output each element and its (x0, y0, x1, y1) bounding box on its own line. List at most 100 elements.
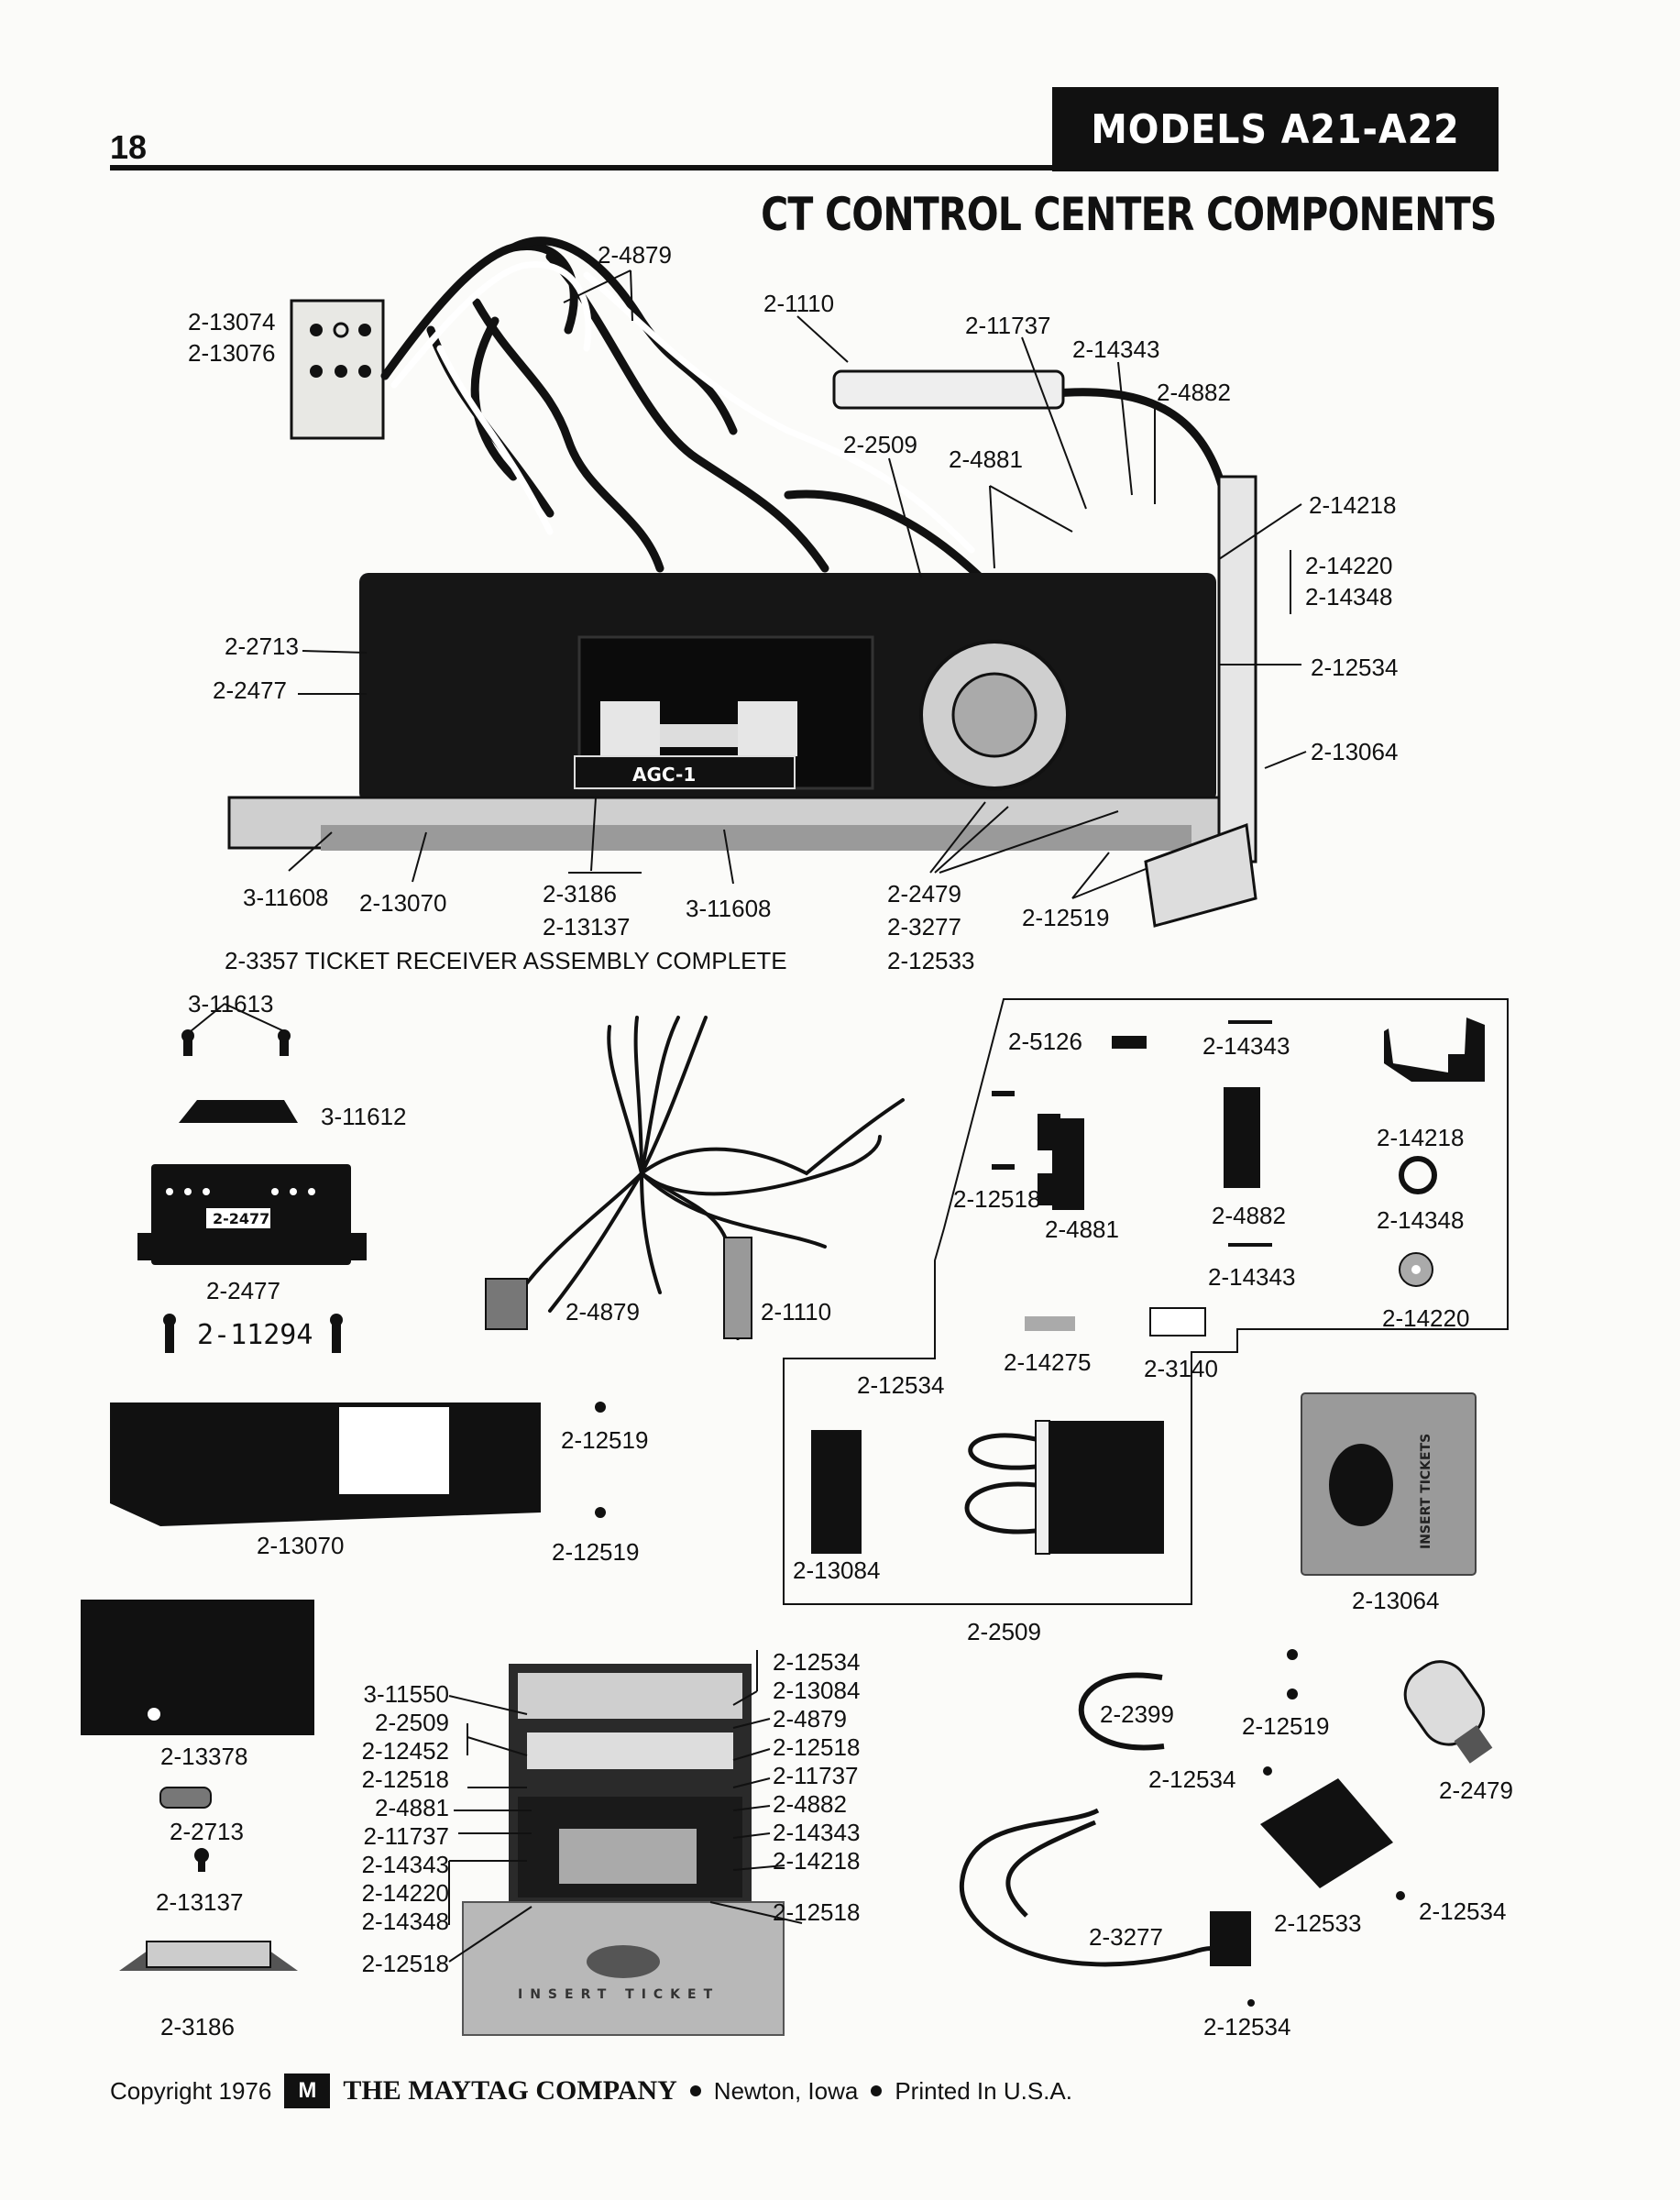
label-2-11294: 2-11294 (197, 1319, 313, 1351)
label-2-4881: 2-4881 (949, 446, 1023, 473)
label-2-1110: 2-1110 (763, 290, 835, 317)
bottom-label-left-7: 2-14220 (361, 1879, 449, 1907)
bottom-label-right-2: 2-4879 (773, 1705, 847, 1732)
label-2-14220-board: 2-14220 (1382, 1304, 1470, 1332)
label-3-11608-left: 3-11608 (243, 884, 329, 911)
label-2-2479-part: 2-2479 (1439, 1776, 1513, 1804)
label-2-3186: 2-3186 (543, 880, 617, 908)
agc-label: AGC-1 (632, 764, 696, 786)
label-2-2479: 2-2479 (887, 880, 961, 908)
part-2477-mark: 2-2477 (213, 1210, 269, 1227)
label-2-13064-part: 2-13064 (1352, 1587, 1440, 1614)
label-2-12519: 2-12519 (1022, 904, 1110, 931)
bottom-label-right-7: 2-14218 (773, 1847, 861, 1875)
label-2-2509: 2-2509 (843, 431, 917, 458)
label-2-14343-top: 2-14343 (1202, 1032, 1290, 1060)
svg-text:INSERT TICKETS: INSERT TICKETS (1419, 1434, 1433, 1549)
bottom-label-right-3: 2-12518 (773, 1733, 861, 1761)
page-title: CT CONTROL CENTER COMPONENTS (761, 188, 1498, 241)
label-2-14275: 2-14275 (1004, 1348, 1092, 1376)
label-2-12518: 2-12518 (953, 1185, 1041, 1213)
bottom-assembly-left-labels: 3-11550 2-2509 2-12452 2-12518 2-4881 2-… (302, 1682, 449, 1975)
footer: Copyright 1976 M THE MAYTAG COMPANY Newt… (110, 2074, 1072, 2108)
label-2-12534: 2-12534 (1311, 654, 1399, 681)
bottom-label-right-1: 2-13084 (773, 1677, 861, 1704)
bullet-icon (689, 2085, 701, 2096)
label-2-12519-b: 2-12519 (552, 1538, 640, 1566)
maytag-logo-icon: M (284, 2074, 331, 2108)
label-2-12533: 2-12533 (887, 947, 975, 974)
label-2-13137: 2-13137 (543, 913, 631, 940)
bottom-label-left-6: 2-14343 (361, 1851, 449, 1878)
terminal-block-illustration (290, 299, 385, 440)
page-number: 18 (110, 128, 148, 166)
label-2-3186-part: 2-3186 (160, 2013, 235, 2040)
label-2-4882-board: 2-4882 (1212, 1202, 1286, 1229)
bottom-label-left-0: 3-11550 (363, 1680, 450, 1708)
label-2-4882: 2-4882 (1157, 379, 1231, 406)
label-2-13084: 2-13084 (793, 1556, 881, 1584)
bottom-label-left-3: 2-12518 (361, 1766, 449, 1793)
label-2-12519-a: 2-12519 (561, 1426, 649, 1454)
label-2-13070-part: 2-13070 (257, 1532, 345, 1559)
label-2-13070: 2-13070 (359, 889, 447, 917)
header-rule (110, 165, 1499, 170)
bottom-label-right-4: 2-11737 (773, 1762, 859, 1789)
label-2-11737: 2-11737 (965, 312, 1051, 339)
assembly-caption: 2-3357 TICKET RECEIVER ASSEMBLY COMPLETE (225, 947, 787, 974)
label-2-3277: 2-3277 (887, 913, 961, 940)
label-2-12534-right-c: 2-12534 (1203, 2013, 1291, 2040)
label-2-14218-board: 2-14218 (1377, 1124, 1465, 1151)
label-2-2477: 2-2477 (213, 676, 287, 704)
bottom-label-left-4: 2-4881 (375, 1794, 449, 1821)
label-2-14348: 2-14348 (1305, 583, 1393, 610)
label-2-2713: 2-2713 (225, 632, 299, 660)
label-2-2509-board: 2-2509 (967, 1618, 1041, 1645)
label-2-4879-harness: 2-4879 (565, 1298, 640, 1326)
bottom-label-left-8: 2-14348 (361, 1908, 449, 1935)
label-2-14218: 2-14218 (1309, 491, 1397, 519)
label-2-4879: 2-4879 (598, 241, 672, 269)
copyright: Copyright 1976 (110, 2076, 272, 2105)
bottom-label-right-8: 2-12518 (773, 1898, 861, 1926)
bottom-assembly-right-labels: 2-12534 2-13084 2-4879 2-12518 2-11737 2… (773, 1650, 860, 1924)
label-2-14220: 2-14220 (1305, 552, 1393, 579)
bottom-label-left-2: 2-12452 (361, 1737, 449, 1765)
label-3-11608-right: 3-11608 (686, 895, 772, 922)
label-2-2399: 2-2399 (1100, 1700, 1174, 1728)
label-2-3140: 2-3140 (1144, 1355, 1218, 1382)
bullet-icon (871, 2085, 883, 2096)
label-2-4881-board: 2-4881 (1045, 1216, 1119, 1243)
label-2-14348-board: 2-14348 (1377, 1206, 1465, 1234)
label-2-2477-part: 2-2477 (206, 1277, 280, 1304)
label-2-12534-right-b: 2-12534 (1419, 1898, 1507, 1925)
bottom-label-right-5: 2-4882 (773, 1790, 847, 1818)
bottom-label-right-6: 2-14343 (773, 1819, 861, 1846)
printed-in: Printed In U.S.A. (895, 2076, 1072, 2105)
label-2-13064: 2-13064 (1311, 738, 1399, 765)
svg-text:INSERT TICKET: INSERT TICKET (518, 1987, 719, 2002)
label-2-14343-bottom: 2-14343 (1208, 1263, 1296, 1291)
bottom-label-left-1: 2-2509 (375, 1709, 449, 1736)
label-2-13074: 2-13074 (188, 308, 276, 336)
location: Newton, Iowa (713, 2076, 859, 2105)
models-banner: MODELS A21-A22 (1052, 87, 1499, 171)
label-2-12533-part: 2-12533 (1274, 1909, 1362, 1937)
label-2-12534-right-a: 2-12534 (1148, 1766, 1236, 1793)
bottom-label-right-0: 2-12534 (773, 1648, 861, 1676)
label-2-13378: 2-13378 (160, 1743, 248, 1770)
label-2-13076: 2-13076 (188, 339, 276, 367)
label-2-5126: 2-5126 (1008, 1028, 1082, 1055)
label-2-14343: 2-14343 (1072, 336, 1160, 363)
label-2-12519-right: 2-12519 (1242, 1712, 1330, 1740)
company-name: THE MAYTAG COMPANY (343, 2075, 677, 2106)
mounting-plate-3-11612 (179, 1100, 298, 1123)
label-2-13137-part: 2-13137 (156, 1888, 244, 1916)
label-2-12534-board: 2-12534 (857, 1371, 945, 1399)
label-3-11613: 3-11613 (188, 990, 274, 1018)
label-3-11612: 3-11612 (321, 1103, 407, 1130)
